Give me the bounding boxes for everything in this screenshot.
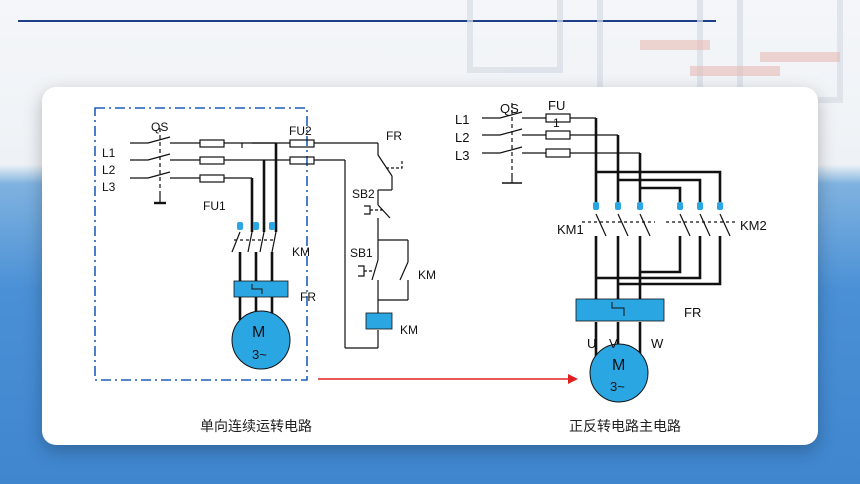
left-motor	[231, 310, 291, 370]
right-fu-label: FU	[548, 98, 565, 113]
left-km-aux-label: KM	[418, 268, 436, 282]
left-caption: 单向连续运转电路	[200, 418, 312, 435]
right-l3-label: L3	[455, 148, 469, 163]
diagram-card	[42, 87, 818, 445]
right-l2-label: L2	[455, 130, 469, 145]
right-contact-dots	[593, 202, 723, 210]
title-rule	[18, 20, 716, 22]
right-qs-label: QS	[500, 101, 519, 116]
left-l1-label: L1	[102, 146, 116, 160]
right-l1-label: L1	[455, 112, 469, 127]
left-circuit	[94, 107, 409, 381]
left-fu1-label: FU1	[203, 199, 226, 213]
left-fu2-label: FU2	[289, 124, 312, 138]
left-dashed-boundary	[94, 107, 308, 381]
left-qs-label: QS	[151, 120, 168, 134]
right-fr-element	[575, 298, 665, 322]
left-sb2-label: SB2	[352, 187, 375, 201]
left-sb1-label: SB1	[350, 246, 373, 260]
left-km-coil	[365, 312, 393, 330]
left-fr-contact-label: FR	[386, 129, 402, 143]
right-motor-m: M	[612, 357, 625, 374]
right-caption: 正反转电路主电路	[569, 419, 681, 435]
left-contact-dots	[237, 222, 275, 230]
left-motor-phase: 3~	[252, 347, 267, 362]
left-km-main-label: KM	[292, 245, 310, 259]
right-fr-label: FR	[684, 305, 701, 320]
right-km2-label: KM2	[740, 218, 767, 233]
right-motor	[589, 343, 649, 403]
left-fr-relay-label: FR	[300, 290, 316, 304]
right-fu-number: 1	[553, 116, 560, 130]
right-km1-label: KM1	[557, 222, 584, 237]
transition-arrow-head	[568, 374, 578, 384]
right-circuit	[482, 103, 736, 356]
right-v-label: V	[609, 336, 618, 351]
left-l3-label: L3	[102, 180, 116, 194]
right-w-label: W	[651, 336, 664, 351]
left-km-coil-label: KM	[400, 323, 418, 337]
right-u-label: U	[587, 336, 596, 351]
left-l2-label: L2	[102, 163, 116, 177]
left-motor-m: M	[252, 324, 265, 341]
right-motor-phase: 3~	[610, 379, 625, 394]
